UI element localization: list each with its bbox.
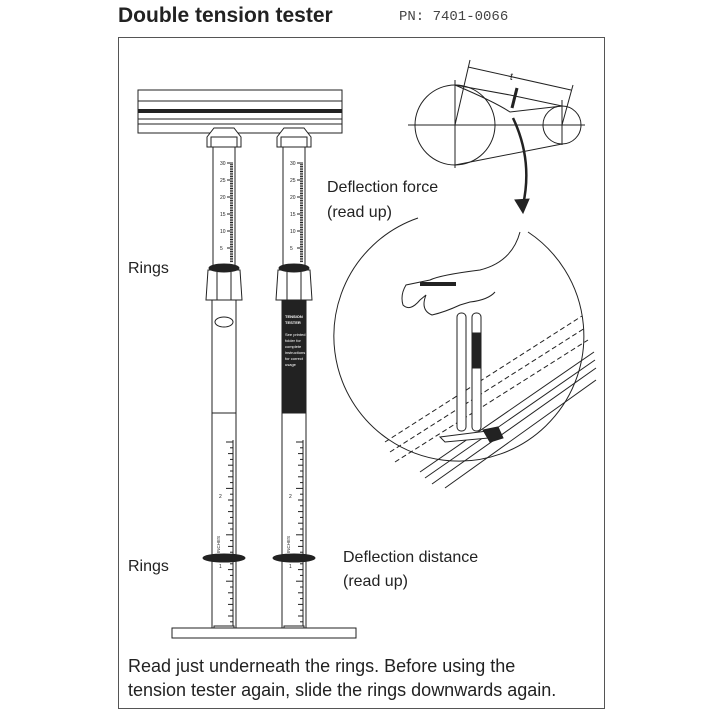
label-panel-line: TESTER: [285, 320, 301, 325]
label-panel-line: complete: [285, 344, 302, 349]
belt-span-label: t: [510, 72, 514, 83]
handle-bar: [137, 89, 343, 134]
label-panel-line: folder for: [285, 338, 301, 343]
distance-unit-label: INCHES: [286, 536, 291, 553]
instructions: Read just underneath the rings. Before u…: [128, 654, 556, 702]
rings-label-bottom: Rings: [128, 558, 169, 575]
distance-scale-tube: [281, 412, 307, 629]
force-ring: [208, 263, 240, 273]
force-scale-label: 20: [290, 195, 296, 201]
right-tester: 30 25 20 15 10 5 2 1 INCHES: [272, 127, 316, 630]
body-collar: [275, 269, 313, 301]
distance-scale-label: 1: [219, 564, 222, 570]
body-collar: [205, 269, 243, 301]
belt-drive-sketch: [408, 59, 585, 215]
deflection-distance-note: (read up): [343, 573, 408, 590]
deflection-distance-label: Deflection distance: [343, 549, 479, 566]
distance-scale-tube: [211, 412, 237, 629]
force-scale-label: 15: [290, 212, 296, 218]
label-panel-line: usage: [285, 362, 297, 367]
label-panel-line: for correct: [285, 356, 304, 361]
force-scale-label: 25: [290, 178, 296, 184]
force-scale-label: 30: [220, 161, 226, 167]
brand-logo: [214, 316, 234, 328]
left-tester: 30 25 20 15 10 5 2 1 INCHES: [202, 127, 246, 630]
force-scale-label: 10: [220, 229, 226, 235]
force-scale-label: 10: [290, 229, 296, 235]
force-scale-label: 25: [220, 178, 226, 184]
label-panel-line: instructions: [285, 350, 305, 355]
rings-label-top: Rings: [128, 260, 169, 277]
force-scale-label: 5: [290, 246, 293, 252]
detail-view: [333, 217, 597, 489]
instructions-line-2: tension tester again, slide the rings do…: [128, 680, 557, 700]
label-panel-line: TENSION: [285, 314, 303, 319]
tube-cap-collar: [210, 136, 238, 148]
distance-scale-label: 1: [289, 564, 292, 570]
part-number: PN: 7401-0066: [399, 9, 509, 25]
distance-scale-label: 2: [289, 494, 292, 500]
base-plate: [171, 627, 357, 639]
deflection-force-label: Deflection force: [327, 179, 439, 196]
deflection-force-note: (read up): [327, 204, 392, 221]
force-ring: [278, 263, 310, 273]
force-scale-label: 5: [220, 246, 223, 252]
distance-unit-label: INCHES: [216, 536, 221, 553]
page-title: Double tension tester: [118, 4, 333, 27]
distance-ring: [272, 553, 316, 563]
force-scale-label: 20: [220, 195, 226, 201]
distance-scale-label: 2: [219, 494, 222, 500]
diagram-frame: [118, 37, 605, 709]
instructions-line-1: Read just underneath the rings. Before u…: [128, 656, 516, 676]
tube-cap-collar: [280, 136, 308, 148]
force-scale-label: 30: [290, 161, 296, 167]
distance-ring: [202, 553, 246, 563]
force-scale-label: 15: [220, 212, 226, 218]
label-panel-line: See printed: [285, 332, 305, 337]
